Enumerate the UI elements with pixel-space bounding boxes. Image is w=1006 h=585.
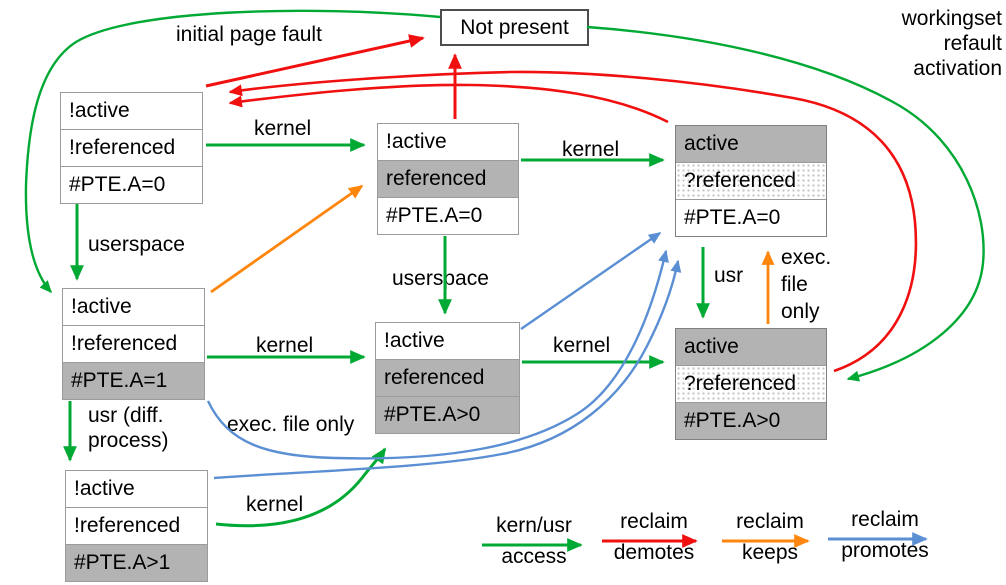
legend-item-reclaim-demotes: reclaim demotes bbox=[598, 509, 710, 566]
state-box-inactive-ref-agt0: !active referenced #PTE.A>0 bbox=[375, 322, 520, 434]
state-row: #PTE.A=0 bbox=[378, 197, 518, 234]
state-row: !active bbox=[66, 471, 207, 507]
label-kernel-3: kernel bbox=[256, 334, 314, 357]
state-box-active-qref-a0: active ?referenced #PTE.A=0 bbox=[675, 125, 827, 237]
state-box-active-qref-agt0: active ?referenced #PTE.A>0 bbox=[675, 328, 827, 440]
state-row: !active bbox=[378, 124, 518, 160]
state-box-not-present: Not present bbox=[440, 9, 589, 46]
state-row: #PTE.A=1 bbox=[63, 362, 204, 399]
label-kernel-5: kernel bbox=[246, 493, 304, 516]
legend-item-reclaim-keeps: reclaim keeps bbox=[718, 509, 822, 566]
label-exec-file-only: exec. file only bbox=[227, 413, 355, 436]
legend-label: kern/usr bbox=[496, 514, 572, 537]
legend-label: reclaim bbox=[736, 510, 804, 533]
state-row: ?referenced bbox=[676, 162, 826, 199]
state-row: #PTE.A=0 bbox=[676, 199, 826, 236]
state-row: !referenced bbox=[66, 507, 207, 544]
state-row: #PTE.A>0 bbox=[376, 396, 519, 433]
state-row: #PTE.A>1 bbox=[66, 544, 207, 581]
state-box-inactive-unref-a0: !active !referenced #PTE.A=0 bbox=[60, 92, 203, 204]
label-kernel-4: kernel bbox=[553, 334, 611, 357]
label-initial-page-fault: initial page fault bbox=[176, 23, 322, 46]
label-usr-diff-process: usr (diff. process) bbox=[88, 404, 169, 452]
state-row: referenced bbox=[376, 359, 519, 396]
state-box-inactive-unref-agt1: !active !referenced #PTE.A>1 bbox=[65, 470, 208, 582]
label-exec-file-only-stacked: exec. file only bbox=[781, 246, 832, 323]
legend-label: demotes bbox=[613, 541, 695, 564]
state-row: !active bbox=[376, 323, 519, 359]
state-row: !referenced bbox=[63, 325, 204, 362]
label-userspace-2: userspace bbox=[392, 267, 489, 290]
legend-label: keeps bbox=[741, 541, 799, 564]
arrow-promote-inactive-ref-agt0 bbox=[520, 232, 662, 330]
state-row: ?referenced bbox=[676, 365, 826, 402]
label-usr: usr bbox=[714, 264, 744, 287]
legend-item-kern-usr-access: kern/usr access bbox=[478, 513, 590, 570]
label-kernel-2: kernel bbox=[562, 138, 620, 161]
state-row: #PTE.A>0 bbox=[676, 402, 826, 439]
legend-label: reclaim bbox=[620, 510, 688, 533]
legend-item-reclaim-promotes: reclaim promotes bbox=[826, 507, 944, 564]
state-row: !active bbox=[63, 289, 204, 325]
state-row: active bbox=[676, 329, 826, 365]
label-workingset-refault-activation: workingset refault activation bbox=[901, 7, 1002, 80]
arrow-keep-inactive-a1 bbox=[210, 184, 364, 294]
state-row: !referenced bbox=[61, 129, 202, 166]
state-row: active bbox=[676, 126, 826, 162]
state-row: referenced bbox=[378, 160, 518, 197]
legend-label: access bbox=[501, 545, 567, 568]
state-row: #PTE.A=0 bbox=[61, 166, 202, 203]
label-userspace-1: userspace bbox=[88, 233, 185, 256]
legend-label: promotes bbox=[841, 539, 929, 562]
legend-label: reclaim bbox=[851, 508, 919, 531]
state-box-inactive-unref-a1: !active !referenced #PTE.A=1 bbox=[62, 288, 205, 400]
state-box-inactive-ref-a0: !active referenced #PTE.A=0 bbox=[377, 123, 519, 235]
state-row: !active bbox=[61, 93, 202, 129]
label-kernel-1: kernel bbox=[254, 117, 312, 140]
